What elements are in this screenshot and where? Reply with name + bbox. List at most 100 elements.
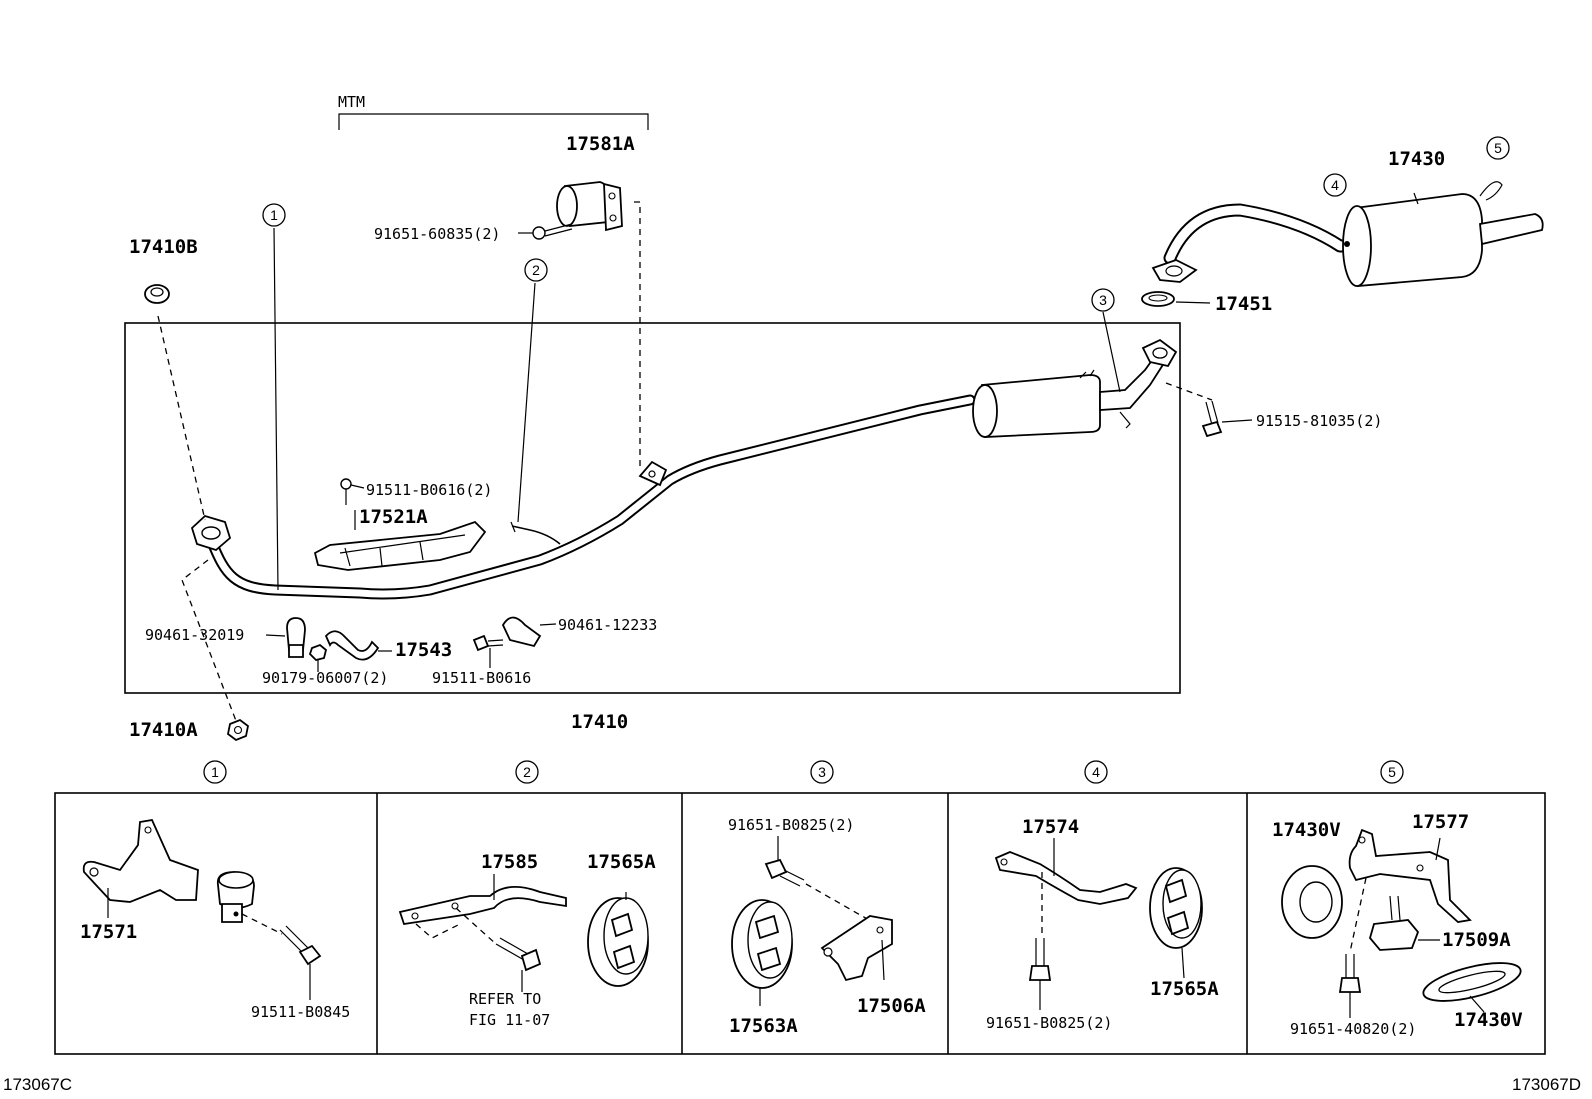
label-17585: 17585 bbox=[481, 851, 538, 873]
heat-insulator-17521A bbox=[313, 520, 487, 571]
clamp-90461-12233 bbox=[501, 616, 557, 648]
detail-2-leader-b bbox=[455, 907, 497, 945]
detail-2-leader-a bbox=[415, 923, 461, 939]
label-17543: 17543 bbox=[395, 639, 452, 661]
callout-2-main: 2 bbox=[524, 258, 548, 282]
mtm-bracket: MTM bbox=[338, 93, 649, 130]
pipe-hanger-bracket bbox=[638, 460, 668, 487]
detail-1-bolt-91511-B0845 bbox=[279, 925, 322, 1000]
label-91511-B0845: 91511-B0845 bbox=[251, 1003, 350, 1021]
bolt-91511-B0616-2 bbox=[340, 478, 365, 530]
leader-17430 bbox=[1413, 192, 1419, 205]
leader-17410B bbox=[157, 315, 206, 521]
bolt-91651-60835 bbox=[518, 223, 573, 240]
callout-5-panel: 5 bbox=[1380, 760, 1404, 784]
dynamic-damper-17581A bbox=[556, 181, 623, 232]
detail-2-bolt bbox=[495, 937, 542, 992]
leader-damper-to-bracket bbox=[634, 201, 641, 466]
clamp-90461-32019 bbox=[265, 617, 306, 658]
label-refer-to: REFER TO bbox=[469, 990, 541, 1008]
label-91515-81035: 91515-81035(2) bbox=[1256, 412, 1382, 430]
callout-3-main: 3 bbox=[1091, 288, 1115, 312]
detail-3-rubber-mount-17563A bbox=[731, 899, 793, 1006]
detail-5-bolt-91651-40820 bbox=[1338, 954, 1362, 1018]
svg-text:1: 1 bbox=[270, 207, 278, 223]
detail-5-leader bbox=[1349, 877, 1367, 953]
leader-17410A bbox=[181, 559, 239, 727]
label-17581A: 17581A bbox=[566, 133, 635, 155]
detail-4-hanger-17574 bbox=[994, 838, 1138, 905]
tail-pipe-and-muffler-17430 bbox=[1151, 181, 1544, 287]
label-90461-32019: 90461-32019 bbox=[145, 626, 244, 644]
label-17506A: 17506A bbox=[857, 995, 926, 1017]
detail-1-clamp bbox=[216, 871, 255, 923]
callout-2-panel: 2 bbox=[515, 760, 539, 784]
svg-text:5: 5 bbox=[1494, 140, 1502, 156]
svg-text:2: 2 bbox=[523, 764, 531, 780]
label-91651-60835: 91651-60835(2) bbox=[374, 225, 500, 243]
detail-2-rubber-mount-17565A bbox=[587, 892, 649, 987]
detail-3-leader bbox=[805, 883, 877, 925]
svg-text:1: 1 bbox=[211, 764, 219, 780]
label-17521A: 17521A bbox=[359, 506, 428, 528]
detail-4-bolt-91651-B0825 bbox=[1028, 938, 1052, 1010]
callout-5-main: 5 bbox=[1486, 136, 1510, 160]
label-17410A: 17410A bbox=[129, 719, 198, 741]
center-muffler bbox=[972, 338, 1178, 438]
footer-code-left: 173067C bbox=[3, 1075, 72, 1094]
svg-text:5: 5 bbox=[1388, 764, 1396, 780]
label-fig-11-07: FIG 11-07 bbox=[469, 1011, 550, 1029]
front-flange bbox=[190, 514, 232, 552]
label-17571: 17571 bbox=[80, 921, 137, 943]
label-91511-B0616-2: 91511-B0616(2) bbox=[366, 481, 492, 499]
sensor-wire bbox=[510, 282, 561, 545]
label-91651-40820: 91651-40820(2) bbox=[1290, 1020, 1416, 1038]
detail-5-gasket-17430V-ring bbox=[1281, 865, 1343, 939]
label-17574: 17574 bbox=[1022, 816, 1079, 838]
mtm-label: MTM bbox=[338, 93, 365, 111]
detail-1-leader bbox=[241, 913, 283, 935]
detail-4-rubber-mount-17565A bbox=[1149, 867, 1203, 979]
label-17563A: 17563A bbox=[729, 1015, 798, 1037]
callout-4-main: 4 bbox=[1323, 173, 1347, 197]
svg-text:2: 2 bbox=[532, 262, 540, 278]
svg-text:3: 3 bbox=[818, 764, 826, 780]
label-17410B: 17410B bbox=[129, 236, 198, 258]
detail-5-insulator-17509A bbox=[1369, 895, 1440, 951]
leader-callout-1 bbox=[273, 227, 279, 591]
bracket-17543 bbox=[324, 630, 392, 661]
label-91511-B0616: 91511-B0616 bbox=[432, 669, 531, 687]
label-91651-B0825-d3: 91651-B0825(2) bbox=[728, 816, 854, 834]
label-17451: 17451 bbox=[1215, 293, 1272, 315]
nut-17410A bbox=[227, 718, 249, 742]
bolt-91515-81035 bbox=[1165, 382, 1253, 438]
detail-5-gasket-17430V-oval bbox=[1422, 962, 1522, 1013]
label-17410: 17410 bbox=[571, 711, 628, 733]
label-17430V-bottom: 17430V bbox=[1454, 1009, 1523, 1031]
gasket-17451 bbox=[1141, 291, 1211, 307]
callout-3-panel: 3 bbox=[810, 760, 834, 784]
label-17565A-d4: 17565A bbox=[1150, 978, 1219, 1000]
callout-4-panel: 4 bbox=[1084, 760, 1108, 784]
detail-1-bracket-17571 bbox=[82, 818, 199, 918]
svg-text:3: 3 bbox=[1099, 292, 1107, 308]
detail-panels-frame bbox=[54, 792, 1546, 1055]
gasket-17410B bbox=[144, 284, 170, 304]
main-assembly-frame bbox=[124, 322, 1181, 694]
footer-code-right: 173067D bbox=[1512, 1075, 1581, 1094]
label-91651-B0825-d4: 91651-B0825(2) bbox=[986, 1014, 1112, 1032]
label-90179-06007: 90179-06007(2) bbox=[262, 669, 388, 687]
label-17577: 17577 bbox=[1412, 811, 1469, 833]
leader-callout-3 bbox=[1102, 311, 1121, 393]
detail-5-bracket-17577 bbox=[1348, 828, 1472, 923]
label-17430V-top: 17430V bbox=[1272, 819, 1341, 841]
callout-1-main: 1 bbox=[262, 203, 286, 227]
detail-3-bracket-17506A bbox=[820, 915, 893, 982]
label-17509A: 17509A bbox=[1442, 929, 1511, 951]
svg-text:4: 4 bbox=[1331, 177, 1339, 193]
front-exhaust-pipe bbox=[206, 394, 976, 600]
bolt-91511-B0616 bbox=[472, 634, 504, 668]
detail-3-bolt-91651-B0825 bbox=[764, 836, 805, 887]
label-17430: 17430 bbox=[1388, 148, 1445, 170]
